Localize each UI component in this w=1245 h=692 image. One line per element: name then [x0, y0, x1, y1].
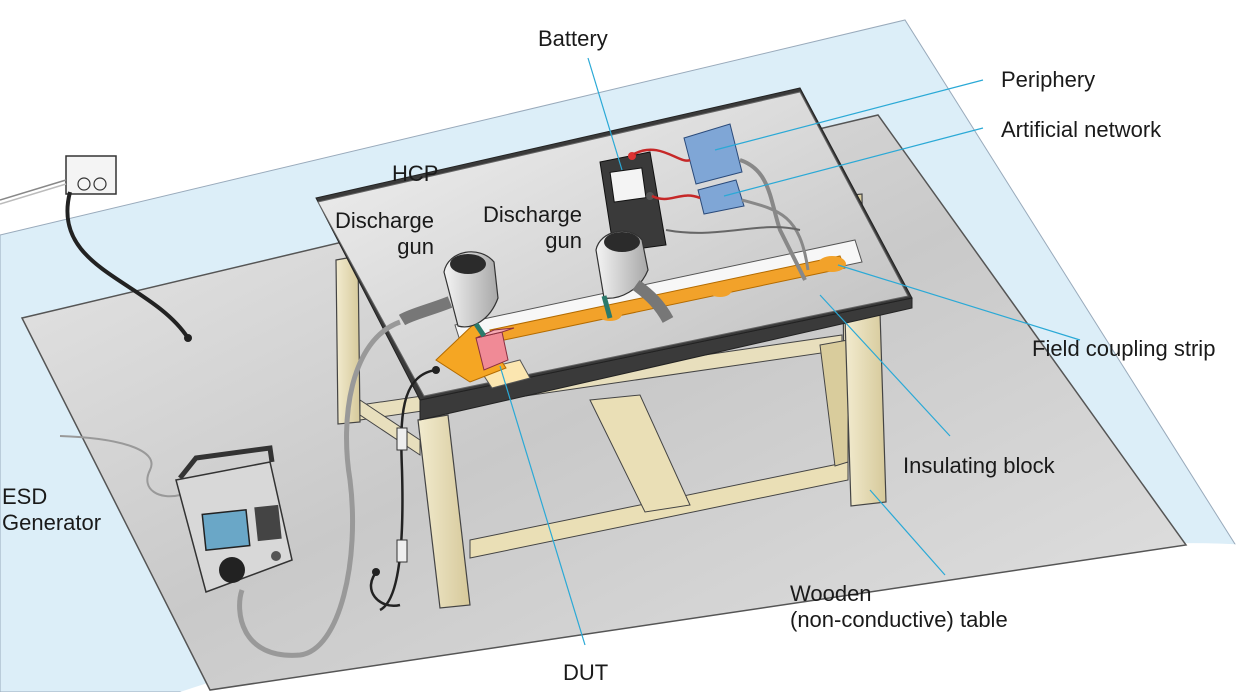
- periphery-box: [683, 123, 743, 185]
- label-hcp: HCP: [392, 161, 439, 186]
- label-periphery: Periphery: [1001, 67, 1096, 92]
- table-leg-front-left: [417, 414, 471, 609]
- label-battery: Battery: [538, 26, 608, 51]
- leader-lines: [499, 57, 1081, 646]
- table-leg-front-right: [844, 311, 887, 507]
- label-discharge-gun-left: Discharge gun: [334, 208, 434, 259]
- label-wooden-table: Wooden (non-conductive) table: [790, 581, 1008, 632]
- outlet-icon: [65, 155, 117, 195]
- label-discharge-gun-right: Discharge gun: [482, 202, 582, 253]
- table-rail-right: [819, 339, 849, 467]
- label-insulating-block: Insulating block: [903, 453, 1055, 478]
- ground-cable: [65, 191, 190, 340]
- label-dut: DUT: [563, 660, 609, 685]
- label-esd-generator: ESD Generator: [2, 484, 102, 535]
- label-field-coupling-strip: Field coupling strip: [1032, 336, 1216, 361]
- artificial-network-box: [697, 179, 745, 215]
- label-artificial-network: Artificial network: [1001, 117, 1162, 142]
- table-rail-mid: [589, 394, 691, 513]
